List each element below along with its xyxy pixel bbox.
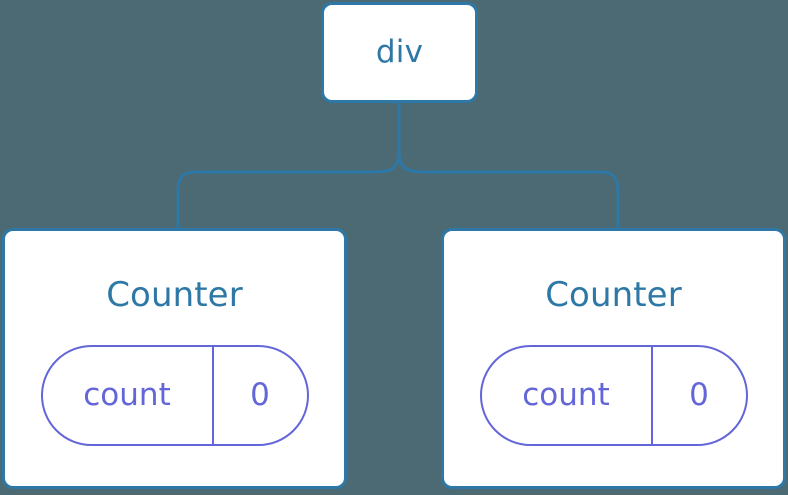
connector-branch-left <box>176 148 401 230</box>
node-div-label: div <box>375 34 424 70</box>
connector-branch-right <box>397 148 620 230</box>
node-div[interactable]: div <box>321 2 478 103</box>
state-key-left: count <box>43 347 214 444</box>
state-key-left-label: count <box>83 377 171 413</box>
state-key-right: count <box>482 347 653 444</box>
state-value-right: 0 <box>653 347 746 444</box>
state-pill-left[interactable]: count 0 <box>40 345 309 446</box>
node-counter-left[interactable]: Counter count 0 <box>2 228 347 489</box>
node-counter-right[interactable]: Counter count 0 <box>441 228 786 489</box>
state-key-right-label: count <box>522 377 610 413</box>
state-value-left-label: 0 <box>250 377 270 413</box>
node-counter-right-label: Counter <box>545 275 682 315</box>
state-pill-right[interactable]: count 0 <box>479 345 748 446</box>
state-value-left: 0 <box>214 347 307 444</box>
node-counter-left-label: Counter <box>106 275 243 315</box>
state-value-right-label: 0 <box>689 377 709 413</box>
